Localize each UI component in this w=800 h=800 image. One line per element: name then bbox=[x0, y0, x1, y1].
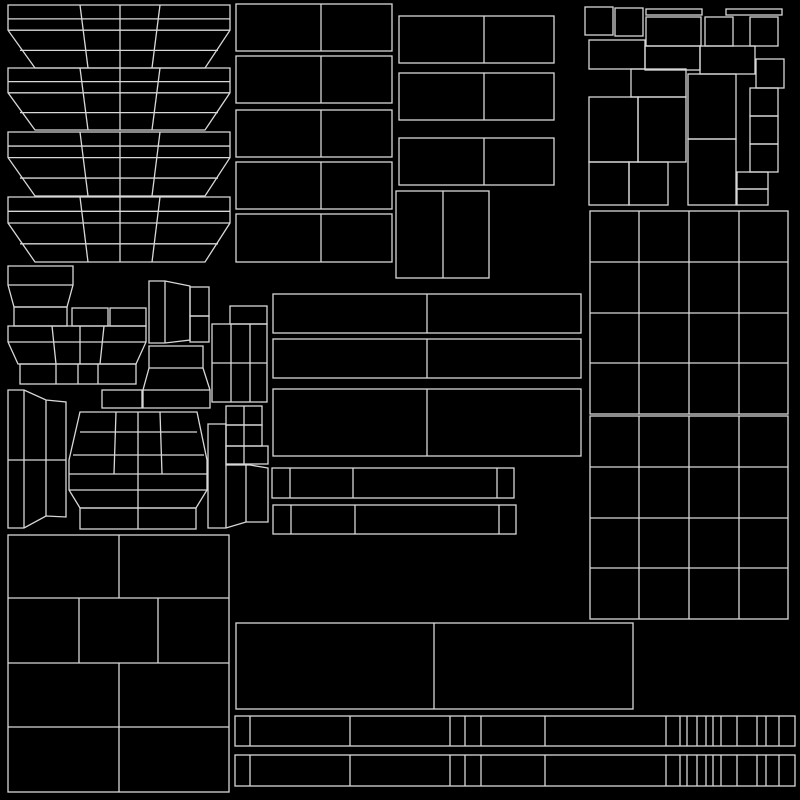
uv-island bbox=[588, 161, 630, 206]
uv-band bbox=[7, 67, 231, 131]
uv-island bbox=[234, 715, 796, 747]
uv-island bbox=[142, 345, 211, 409]
uv-island bbox=[749, 143, 779, 173]
uv-island bbox=[398, 72, 555, 121]
uv-island bbox=[749, 115, 779, 145]
uv-island bbox=[207, 423, 269, 529]
uv-island bbox=[235, 3, 393, 52]
uv-island bbox=[645, 8, 703, 16]
uv-island bbox=[725, 8, 783, 16]
uv-island bbox=[699, 45, 756, 75]
uv-island bbox=[736, 171, 769, 190]
uv-island bbox=[398, 137, 555, 186]
uv-island bbox=[189, 315, 210, 343]
uv-island bbox=[614, 7, 644, 37]
uv-seam bbox=[99, 325, 105, 365]
uv-island bbox=[13, 306, 68, 327]
uv-island bbox=[704, 16, 734, 47]
uv-seam bbox=[79, 67, 89, 131]
uv-island bbox=[235, 161, 393, 210]
uv-island bbox=[7, 325, 147, 365]
uv-island bbox=[235, 109, 393, 158]
uv-island bbox=[645, 16, 702, 47]
uv-band bbox=[7, 196, 231, 263]
uv-island bbox=[272, 504, 517, 535]
uv-island bbox=[588, 39, 646, 70]
uv-island bbox=[584, 6, 614, 36]
uv-island bbox=[736, 188, 769, 206]
uv-seam bbox=[151, 131, 161, 197]
uv-island bbox=[398, 15, 555, 64]
uv-band bbox=[7, 4, 231, 69]
uv-seam bbox=[159, 411, 163, 475]
uv-island bbox=[101, 389, 143, 409]
uv-island bbox=[225, 445, 269, 465]
uv-seam bbox=[113, 411, 117, 475]
uv-island bbox=[687, 73, 737, 140]
uv-island bbox=[749, 87, 779, 117]
uv-island bbox=[271, 467, 515, 499]
uv-island bbox=[189, 286, 210, 317]
uv-island bbox=[235, 55, 393, 104]
uv-island bbox=[755, 58, 785, 89]
uv-band bbox=[7, 131, 231, 197]
uv-island bbox=[234, 754, 796, 787]
uv-seam bbox=[151, 67, 161, 131]
uv-island bbox=[630, 68, 687, 98]
uv-island bbox=[235, 213, 393, 263]
uv-island bbox=[637, 96, 687, 163]
uv-island bbox=[71, 307, 109, 327]
uv-seam bbox=[79, 131, 89, 197]
uv-island bbox=[148, 280, 191, 344]
uv-island bbox=[7, 389, 67, 529]
uv-seam bbox=[79, 196, 89, 263]
uv-island bbox=[109, 307, 147, 327]
uv-seam bbox=[151, 4, 161, 69]
uv-seam bbox=[51, 325, 57, 365]
uv-island bbox=[644, 45, 701, 71]
uv-island bbox=[588, 96, 639, 163]
uv-island bbox=[229, 305, 268, 325]
uv-seam bbox=[79, 4, 89, 69]
uv-island bbox=[749, 16, 779, 47]
uv-island bbox=[628, 161, 669, 206]
uv-seam bbox=[151, 196, 161, 263]
uv-island bbox=[7, 265, 74, 308]
uv-island bbox=[687, 138, 737, 206]
